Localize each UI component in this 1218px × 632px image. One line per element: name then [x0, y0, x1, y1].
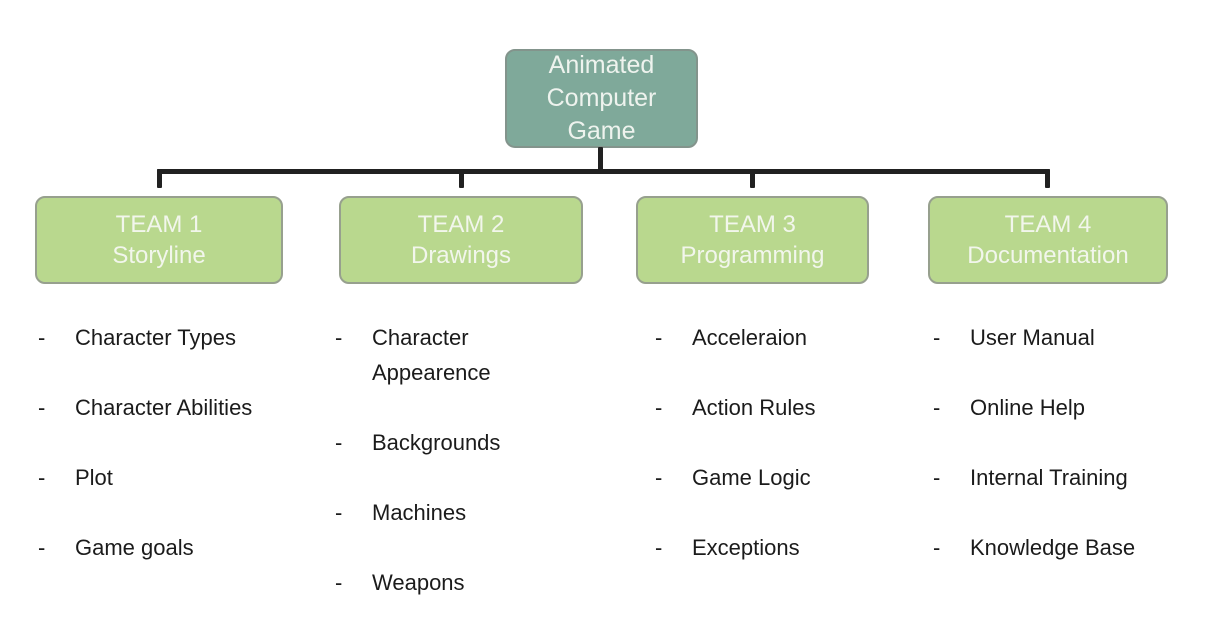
- team-2-subtitle: Drawings: [410, 242, 512, 269]
- item-label: Knowledge Base: [970, 535, 1136, 560]
- team-4-subtitle: Documentation: [967, 242, 1129, 269]
- team-1-subtitle: Storyline: [112, 242, 206, 269]
- connector-drop-team2: [459, 169, 464, 188]
- item-bullet: -: [38, 465, 46, 490]
- item-bullet: -: [933, 395, 941, 420]
- item-label: Weapons: [372, 570, 465, 595]
- list-item: - Internal Training: [933, 460, 1213, 495]
- list-item: - Knowledge Base: [933, 530, 1213, 565]
- item-bullet: -: [38, 395, 46, 420]
- root-node-label: Animated Computer Game: [546, 51, 657, 145]
- team-2-name: TEAM 2: [417, 211, 505, 238]
- item-bullet: -: [335, 500, 343, 525]
- list-item: - Weapons: [335, 565, 595, 600]
- team-3-name: TEAM 3: [709, 211, 796, 238]
- item-label: Internal Training: [970, 465, 1128, 490]
- list-item: - Game goals: [38, 530, 308, 565]
- team-node-3-programming: TEAM 3 Programming: [636, 196, 869, 284]
- item-bullet: -: [655, 325, 663, 350]
- item-label: Machines: [372, 500, 467, 525]
- team-1-name: TEAM 1: [115, 211, 203, 238]
- list-item: - Action Rules: [655, 390, 925, 425]
- item-bullet: -: [655, 395, 663, 420]
- connector-drop-team4: [1045, 169, 1050, 188]
- team-4-name: TEAM 4: [1004, 211, 1092, 238]
- item-label: Character Appearence: [372, 325, 491, 385]
- item-bullet: -: [655, 535, 663, 560]
- list-item: - Exceptions: [655, 530, 925, 565]
- list-item: - Online Help: [933, 390, 1213, 425]
- item-bullet: -: [933, 465, 941, 490]
- team-node-1-storyline: TEAM 1 Storyline: [35, 196, 283, 284]
- connector-horizontal-bar: [157, 169, 1050, 174]
- team-3-list: - Acceleraion - Action Rules - Game Logi…: [655, 320, 925, 600]
- list-item: - Character Abilities: [38, 390, 308, 425]
- list-item: - Game Logic: [655, 460, 925, 495]
- item-bullet: -: [655, 465, 663, 490]
- connector-drop-team3: [750, 169, 755, 188]
- item-bullet: -: [933, 325, 941, 350]
- team-1-list: - Character Types - Character Abilities …: [38, 320, 308, 600]
- item-label: Character Types: [75, 325, 237, 350]
- team-node-4-documentation: TEAM 4 Documentation: [928, 196, 1168, 284]
- item-label: Acceleraion: [692, 325, 807, 350]
- item-label: Action Rules: [692, 395, 816, 420]
- list-item: - User Manual: [933, 320, 1213, 355]
- list-item: - Plot: [38, 460, 308, 495]
- item-label: Plot: [75, 465, 113, 490]
- item-bullet: -: [335, 325, 343, 350]
- list-item: - Character Types: [38, 320, 308, 355]
- item-bullet: -: [335, 430, 343, 455]
- team-4-list: - User Manual - Online Help - Internal T…: [933, 320, 1213, 600]
- team-node-2-drawings: TEAM 2 Drawings: [339, 196, 583, 284]
- item-label: Character Abilities: [75, 395, 253, 420]
- list-item: - Backgrounds: [335, 425, 595, 460]
- team-2-list: - Character Appearence - Backgrounds - M…: [335, 320, 595, 632]
- list-item: - Character Appearence: [335, 320, 595, 390]
- connector-root-stub: [598, 147, 603, 172]
- list-item: - Machines: [335, 495, 595, 530]
- item-label: Online Help: [970, 395, 1085, 420]
- item-label: Game Logic: [692, 465, 811, 490]
- item-label: User Manual: [970, 325, 1095, 350]
- item-label: Game goals: [75, 535, 194, 560]
- item-label: Exceptions: [692, 535, 800, 560]
- item-bullet: -: [38, 535, 46, 560]
- list-item: - Acceleraion: [655, 320, 925, 355]
- item-bullet: -: [335, 570, 343, 595]
- root-node-animated-computer-game: Animated Computer Game: [505, 49, 698, 148]
- connector-drop-team1: [157, 169, 162, 188]
- item-label: Backgrounds: [372, 430, 501, 455]
- item-bullet: -: [38, 325, 46, 350]
- item-bullet: -: [933, 535, 941, 560]
- team-3-subtitle: Programming: [680, 242, 825, 269]
